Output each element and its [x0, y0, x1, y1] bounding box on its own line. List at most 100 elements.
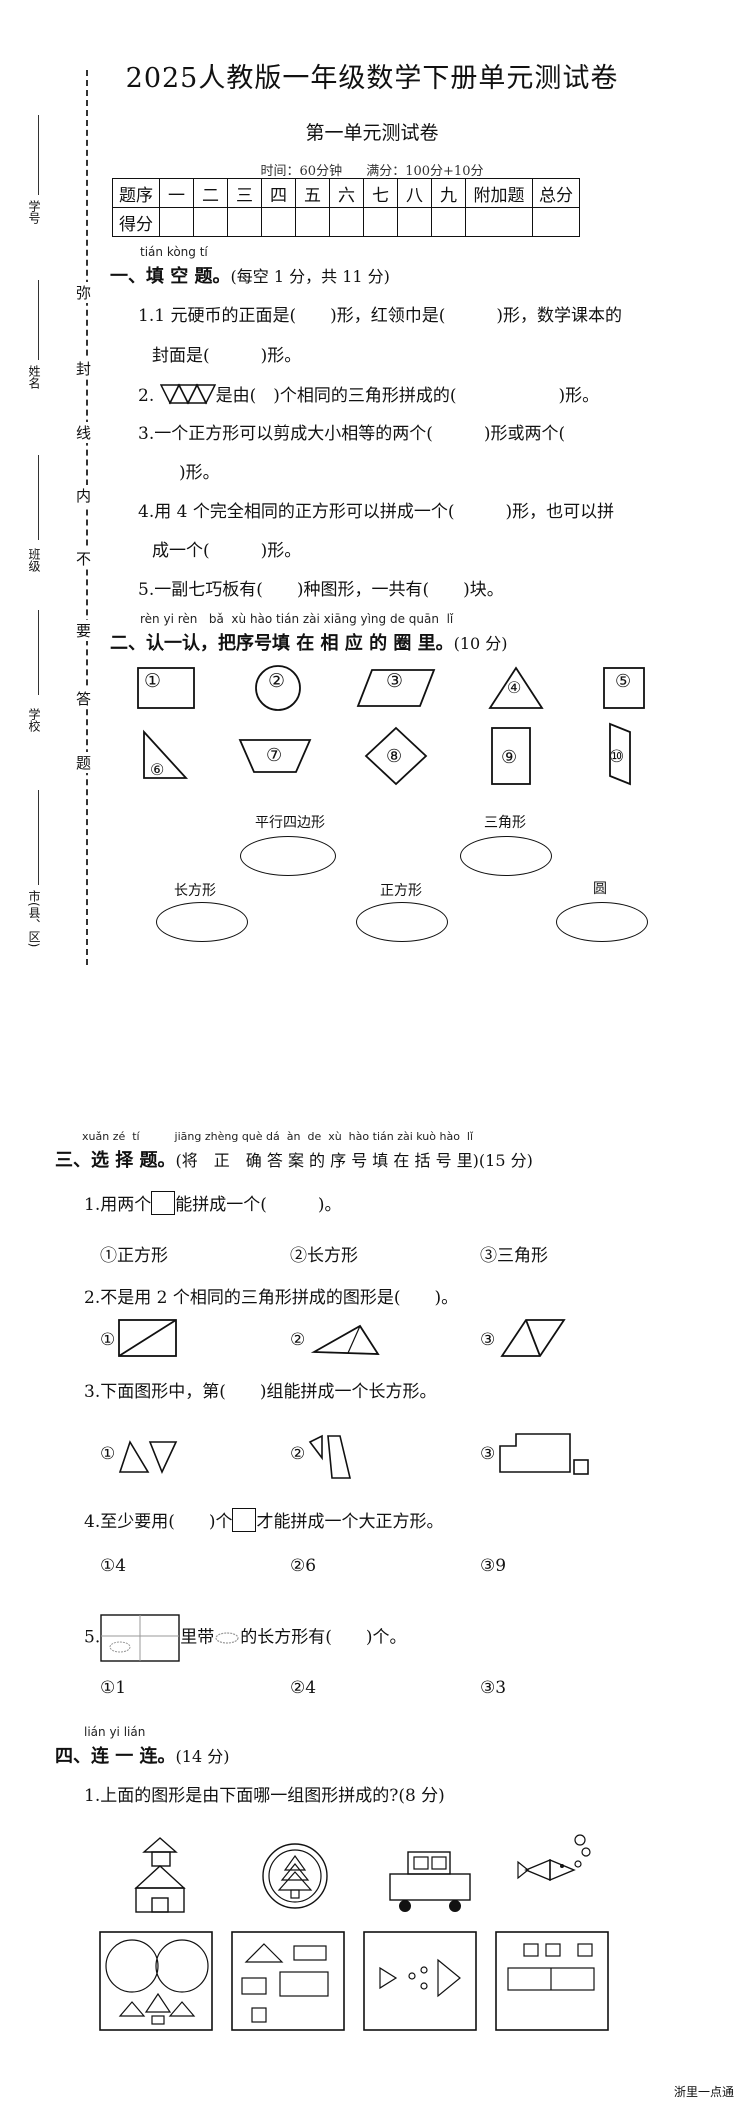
s3-q2-option-a[interactable]: ① [100, 1330, 116, 1350]
s3-q5-option-c[interactable]: ③3 [480, 1678, 507, 1698]
name-write-line [38, 115, 39, 195]
s3-q2-option-c[interactable]: ③ [480, 1330, 496, 1350]
fish-picture [517, 1834, 591, 1882]
shape-number: ⑨ [501, 747, 518, 768]
category-oval-parallelogram[interactable] [240, 836, 336, 876]
shape-number: ① [144, 670, 162, 692]
option-b-pieces-figure [308, 1434, 352, 1479]
score-header-cell: 七 [363, 178, 398, 208]
score-header-cell: 总分 [532, 178, 580, 208]
shape-number: ③ [386, 670, 404, 692]
score-table-score-row: 得分 [112, 207, 580, 237]
side-label-class: 班级 [27, 548, 41, 572]
s1-q3-line1: 3.一个正方形可以剪成大小相等的两个( )形或两个( [138, 424, 566, 444]
city-write-line [38, 790, 39, 885]
s1-q3-line2: )形。 [162, 463, 220, 483]
s3-q5-option-b[interactable]: ②4 [290, 1678, 317, 1698]
score-input-cell[interactable] [295, 207, 330, 237]
name-write-line [38, 280, 39, 360]
seal-char: 内 [76, 485, 92, 506]
square-icon [151, 1191, 176, 1215]
s1-q4-line2: 成一个( )形。 [152, 541, 302, 561]
seal-char: 要 [76, 620, 92, 641]
section4-pinyin: lián yi lián [84, 1725, 146, 1739]
s3-q4-option-a[interactable]: ①4 [100, 1556, 127, 1576]
cloud-icon [215, 1632, 239, 1644]
category-label-circle: 圆 [593, 881, 607, 897]
option-a-figure [118, 1319, 177, 1357]
score-input-cell[interactable] [465, 207, 533, 237]
category-label-parallelogram: 平行四边形 [255, 815, 325, 831]
score-input-cell[interactable] [193, 207, 228, 237]
score-input-cell[interactable] [227, 207, 262, 237]
s3-q1: 1.用两个能拼成一个( )。 [84, 1191, 342, 1219]
s3-q2: 2.不是用 2 个相同的三角形拼成的图形是( )。 [84, 1288, 459, 1308]
shape-3-parallelogram [356, 669, 436, 707]
s3-q5-option-a[interactable]: ①1 [100, 1678, 127, 1698]
section2-heading: 二、认一认，把序号填 在 相 应 的 圈 里。(10 分) [110, 629, 508, 655]
seal-char: 线 [76, 422, 92, 443]
composite-pictures [134, 1834, 591, 1913]
section3-pinyin: xuǎn zé tí jiāng zhèng què dá àn de xù h… [82, 1130, 474, 1143]
square-icon [232, 1508, 257, 1532]
section4-title: 四、连 一 连。 [55, 1746, 176, 1767]
s3-q1-option-a[interactable]: ①正方形 [100, 1246, 168, 1266]
s3-q3-option-a[interactable]: ① [100, 1444, 116, 1464]
category-oval-square[interactable] [356, 902, 448, 942]
score-input-cell[interactable] [397, 207, 432, 237]
footer-brand: 浙里一点通 [673, 2085, 734, 2099]
section1-title: 一、填 空 题。 [110, 266, 231, 287]
shape-2-circle [255, 665, 301, 711]
seal-char: 弥 [76, 282, 92, 303]
s3-q4-option-b[interactable]: ②6 [290, 1556, 317, 1576]
s3-q5-number: 5. [84, 1627, 101, 1648]
seal-char: 封 [76, 358, 92, 379]
shape-number: ⑥ [150, 760, 165, 779]
s3-q4-text2: 才能拼成一个大正方形。 [256, 1512, 444, 1532]
s3-q3-option-c[interactable]: ③ [480, 1444, 496, 1464]
section4-heading: 四、连 一 连。(14 分) [55, 1742, 229, 1768]
shape-8-square [364, 726, 428, 786]
component-box-1 [99, 1931, 213, 2031]
category-oval-circle[interactable] [556, 902, 648, 942]
score-input-cell[interactable] [431, 207, 466, 237]
s1-q2: 2. 是由( )个相同的三角形拼成的( )形。 [138, 382, 599, 410]
shape-number: ⑤ [615, 671, 632, 692]
category-oval-triangle[interactable] [460, 836, 552, 876]
tree-circle-picture [262, 1843, 328, 1909]
score-input-cell[interactable] [363, 207, 398, 237]
s3-q4-option-c[interactable]: ③9 [480, 1556, 507, 1576]
s3-q2-option-b[interactable]: ② [290, 1330, 306, 1350]
option-b-figure [310, 1324, 380, 1355]
side-label-school: 学校 [27, 708, 41, 732]
s1-q4-line1: 4.用 4 个完全相同的正方形可以拼成一个( )形，也可以拼 [138, 502, 615, 522]
side-label-city: 市(县、区) [27, 890, 41, 948]
shape-5-square [603, 667, 645, 709]
paper-title: 2025人教版一年级数学下册单元测试卷 [125, 63, 619, 94]
score-input-cell[interactable] [261, 207, 296, 237]
shape-number: ② [268, 670, 286, 692]
s3-q1-text1: 1.用两个 [84, 1195, 152, 1215]
score-table: 题序 一 二 三 四 五 六 七 八 九 附加题 总分 得分 [112, 178, 580, 237]
s3-q3-option-b[interactable]: ② [290, 1444, 306, 1464]
section4-note: (14 分) [175, 1747, 230, 1766]
score-header-cell: 题序 [112, 178, 160, 208]
score-input-cell[interactable] [329, 207, 364, 237]
score-header-cell: 四 [261, 178, 296, 208]
s3-q3: 3.下面图形中，第( )组能拼成一个长方形。 [84, 1382, 437, 1402]
shape-7-trapezoid [238, 739, 312, 773]
score-input-cell[interactable] [532, 207, 580, 237]
section3-heading: 三、选 择 题。(将 正 确 答 案 的 序 号 填 在 括 号 里)(15 分… [55, 1146, 533, 1172]
time-text: 时间：60分钟 [260, 164, 343, 179]
shapes-figure [137, 665, 645, 786]
category-oval-rectangle[interactable] [156, 902, 248, 942]
s1-q2-number: 2. [138, 386, 155, 406]
shape-number: ④ [507, 678, 522, 697]
s3-q1-option-c[interactable]: ③三角形 [480, 1246, 548, 1266]
score-input-cell[interactable] [159, 207, 194, 237]
car-picture [389, 1851, 471, 1912]
component-box-2 [231, 1931, 345, 2031]
s3-q1-option-b[interactable]: ②长方形 [290, 1246, 358, 1266]
option-c-pieces-figure [499, 1433, 589, 1475]
section1-note: (每空 1 分，共 11 分) [230, 267, 390, 286]
